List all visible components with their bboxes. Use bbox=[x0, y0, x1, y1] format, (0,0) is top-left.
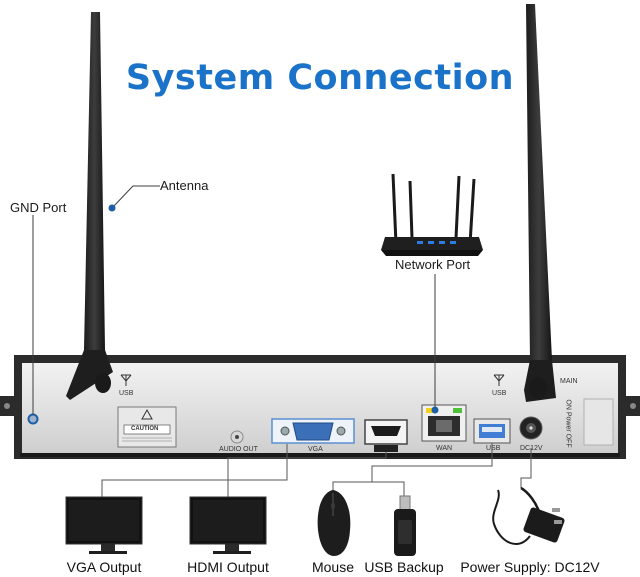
power-adapter-icon bbox=[492, 486, 565, 545]
power-switch bbox=[583, 398, 614, 446]
page-title: System Connection bbox=[125, 58, 515, 98]
usb-port bbox=[473, 418, 511, 444]
power-switch-label: ON Power OFF bbox=[564, 399, 572, 448]
vga-monitor-icon bbox=[65, 496, 143, 554]
mouse-icon bbox=[317, 490, 351, 556]
vga-output-caption: VGA Output bbox=[66, 559, 142, 575]
usb-stick-icon bbox=[394, 495, 416, 556]
antenna-callout-dot bbox=[108, 204, 116, 212]
usb-backup-caption: USB Backup bbox=[364, 559, 444, 575]
audio-out-label: AUDIO OUT bbox=[219, 446, 258, 453]
antenna-right-icon bbox=[524, 4, 556, 402]
dc-label: DC12V bbox=[520, 445, 543, 452]
hdmi-output-caption: HDMI Output bbox=[187, 559, 269, 575]
mouse-caption: Mouse bbox=[311, 559, 355, 575]
power-supply-caption: Power Supply: DC12V bbox=[460, 559, 600, 575]
wan-label: WAN bbox=[436, 445, 453, 452]
gnd-screw-icon bbox=[27, 413, 39, 425]
dc-power-jack bbox=[519, 416, 543, 440]
network-port-callout-label: Network Port bbox=[395, 257, 471, 272]
usb-antenna-right-label: USB bbox=[492, 390, 507, 397]
router-icon bbox=[381, 173, 483, 256]
caution-text: CAUTION bbox=[131, 426, 159, 432]
network-callout-dot bbox=[431, 406, 439, 414]
device-connection-lines bbox=[101, 443, 532, 497]
gnd-port-callout-label: GND Port bbox=[10, 200, 67, 215]
usb-port-label: USB bbox=[486, 445, 501, 452]
antenna-symbol-icon bbox=[120, 374, 505, 386]
wan-port bbox=[421, 404, 467, 442]
callout-lines bbox=[32, 185, 436, 415]
vga-port bbox=[271, 418, 355, 444]
antenna-left-icon bbox=[66, 12, 113, 400]
audio-out-port bbox=[230, 430, 244, 444]
vga-label: VGA bbox=[308, 446, 323, 453]
antenna-callout-label: Antenna bbox=[160, 178, 209, 193]
caution-label bbox=[117, 406, 177, 448]
main-label: MAIN bbox=[560, 378, 578, 385]
hdmi-port bbox=[364, 419, 408, 452]
hdmi-monitor-icon bbox=[189, 496, 267, 554]
usb-antenna-left-label: USB bbox=[119, 390, 134, 397]
